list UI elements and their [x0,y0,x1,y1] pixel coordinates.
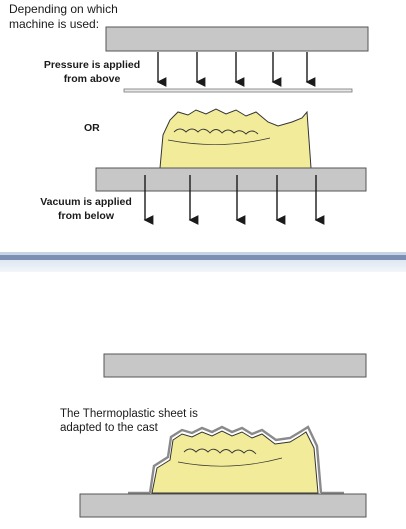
pressure-arrows [156,52,316,87]
lower-bottom-platen [79,493,367,518]
vacuum-label: Vacuum is applied from below [40,196,132,222]
dental-cast-top [159,108,312,169]
pressure-label: Pressure is applied from above [43,59,141,85]
or-label: OR [84,122,100,134]
vacuum-arrows [143,175,325,225]
intro-text: Depending on which machine is used: [9,2,118,31]
top-pressure-platen [105,26,369,52]
adapted-thermoplastic-sheet [148,425,323,494]
dental-cast-adapted [128,425,344,495]
adapted-label: The Thermoplastic sheet is adapted to th… [60,408,198,434]
bottom-vacuum-platen [95,167,367,192]
slide-divider [0,252,406,272]
thermoplastic-sheet-flat [123,88,353,93]
lower-top-platen [103,353,367,378]
